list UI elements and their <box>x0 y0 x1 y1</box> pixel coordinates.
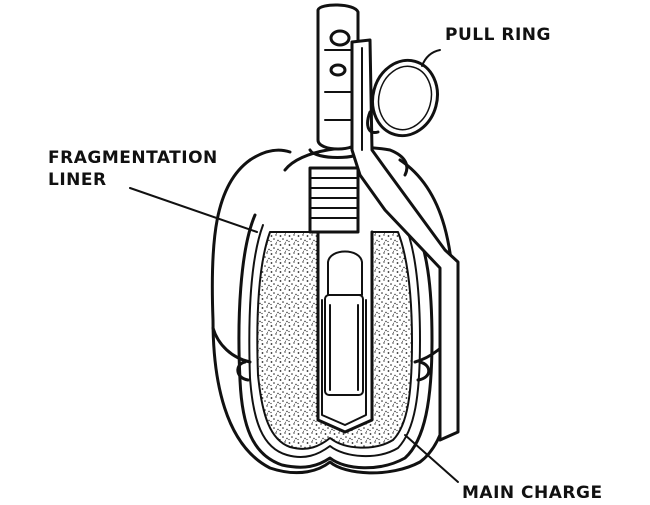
pull-ring-label: PULL RING <box>445 25 551 45</box>
fragmentation-liner-leader <box>129 187 258 233</box>
main-charge-leader <box>404 434 459 483</box>
body-shoulder <box>283 145 409 177</box>
pull-ring <box>371 58 439 138</box>
fragmentation-liner-label: FRAGMENTATION <box>48 148 218 168</box>
fragmentation-liner <box>237 213 434 470</box>
pull-ring-leader <box>421 49 441 67</box>
fragmentation-liner-label-line2: LINER <box>48 170 107 190</box>
main-charge-label: MAIN CHARGE <box>462 483 603 503</box>
